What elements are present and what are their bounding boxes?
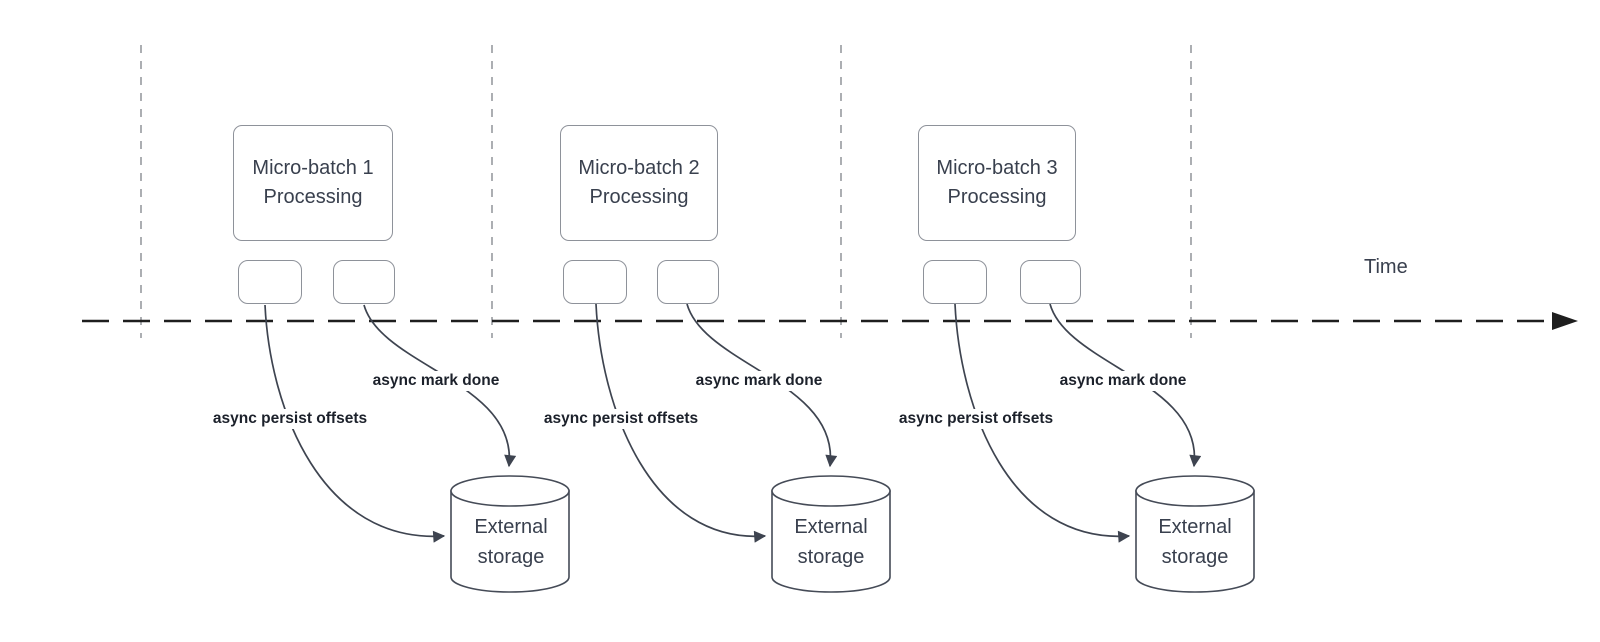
storage-cylinder: [771, 475, 891, 593]
offset-marker-box: [563, 260, 627, 304]
storage-cylinder: [1135, 475, 1255, 593]
mark-done-label: async mark done: [690, 371, 828, 391]
persist-offsets-label: async persist offsets: [893, 409, 1059, 429]
persist-offsets-arrow: [595, 303, 767, 543]
persist-offsets-arrow: [264, 304, 446, 543]
external-storage-label: External storage: [474, 516, 548, 568]
time-axis-arrowhead: [1552, 312, 1578, 330]
done-marker-box: [333, 260, 395, 304]
time-axis-label: Time: [1364, 256, 1408, 278]
mark-done-label: async mark done: [1054, 371, 1192, 391]
microbatch-processing-box: Micro-batch 1 Processing: [233, 125, 393, 241]
microbatch-processing-box: Micro-batch 2 Processing: [560, 125, 718, 241]
done-marker-box: [657, 260, 719, 304]
done-marker-box: [1020, 260, 1081, 304]
external-storage-label: External storage: [1158, 516, 1232, 568]
mark-done-label: async mark done: [367, 371, 505, 391]
external-storage-label: External storage: [794, 516, 868, 568]
persist-offsets-label: async persist offsets: [538, 409, 704, 429]
persist-offsets-label: async persist offsets: [207, 409, 373, 429]
microbatch-processing-box: Micro-batch 3 Processing: [918, 125, 1076, 241]
offset-marker-box: [923, 260, 987, 304]
storage-cylinder: [450, 475, 570, 593]
offset-marker-box: [238, 260, 302, 304]
persist-offsets-arrow: [954, 303, 1131, 543]
